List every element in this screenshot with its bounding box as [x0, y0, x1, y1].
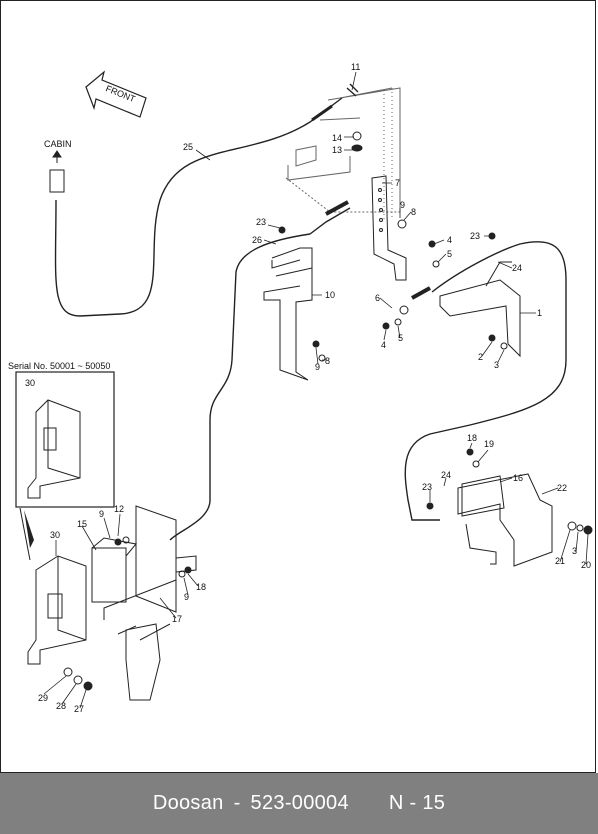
callout-3: 3 [494, 360, 499, 370]
callout-21: 21 [555, 556, 565, 566]
callout-25: 25 [183, 142, 193, 152]
callout-9: 9 [315, 362, 320, 372]
callout-13: 13 [332, 145, 342, 155]
callout-8: 8 [325, 356, 330, 366]
fasteners [63, 131, 593, 691]
callout-23: 23 [470, 231, 480, 241]
footer-bar: Doosan - 523-00004 N - 15 [0, 773, 598, 834]
front-arrow: FRONT [85, 70, 147, 118]
bracket-1 [439, 261, 521, 358]
panel-30-main [27, 555, 87, 665]
callout-4: 4 [381, 340, 386, 350]
callout-30: 30 [25, 378, 35, 388]
callout-16: 16 [513, 473, 523, 483]
inset-serial-box [15, 371, 115, 561]
callout-10: 10 [325, 290, 335, 300]
callout-28: 28 [56, 701, 66, 711]
control-cable [169, 200, 567, 541]
callout-29: 29 [38, 693, 48, 703]
callout-5: 5 [447, 249, 452, 259]
callout-18: 18 [467, 433, 477, 443]
lever-7 [371, 175, 407, 281]
controller-assembly [91, 505, 197, 701]
bracket-22 [457, 473, 553, 567]
footer-part-number: 523-00004 [250, 792, 349, 814]
callout-9: 9 [400, 200, 405, 210]
callout-9: 9 [99, 509, 104, 519]
callout-24: 24 [441, 470, 451, 480]
callout-24: 24 [512, 263, 522, 273]
callout-7: 7 [395, 178, 400, 188]
front-label: FRONT [104, 83, 137, 104]
parts-diagram: FRONT CABIN [8, 62, 593, 714]
callout-20: 20 [581, 560, 591, 570]
cabin-label: CABIN [44, 139, 72, 149]
callout-17: 17 [172, 614, 182, 624]
footer-sep: - [233, 792, 241, 814]
callout-22: 22 [557, 483, 567, 493]
callout-26: 26 [252, 235, 262, 245]
callout-4: 4 [447, 235, 452, 245]
callout-2: 2 [478, 352, 483, 362]
throttle-cable [49, 83, 359, 317]
callout-30: 30 [50, 530, 60, 540]
callout-5: 5 [398, 333, 403, 343]
cabin-arrow: CABIN [44, 139, 72, 163]
callout-6: 6 [375, 293, 380, 303]
callout-12: 12 [114, 504, 124, 514]
callout-18: 18 [196, 582, 206, 592]
serial-label: Serial No. 50001 ~ 50050 [8, 361, 110, 371]
footer-brand: Doosan [152, 792, 224, 814]
callout-11: 11 [351, 62, 360, 72]
callout-1: 1 [537, 308, 542, 318]
callout-9: 9 [184, 592, 189, 602]
callouts: 11 14 13 25 7 9 8 23 26 4 5 23 24 10 6 1… [8, 62, 591, 714]
callout-23: 23 [256, 217, 266, 227]
callout-19: 19 [484, 439, 494, 449]
cab-structure [285, 87, 401, 220]
callout-8: 8 [411, 207, 416, 217]
callout-3: 3 [572, 546, 577, 556]
callout-23: 23 [422, 482, 432, 492]
leader-lines [43, 71, 589, 709]
diagram-frame [0, 0, 596, 773]
callout-15: 15 [77, 519, 87, 529]
footer-page: N - 15 [388, 792, 446, 814]
callout-14: 14 [332, 133, 342, 143]
callout-27: 27 [74, 704, 84, 714]
bracket-10 [263, 247, 313, 381]
